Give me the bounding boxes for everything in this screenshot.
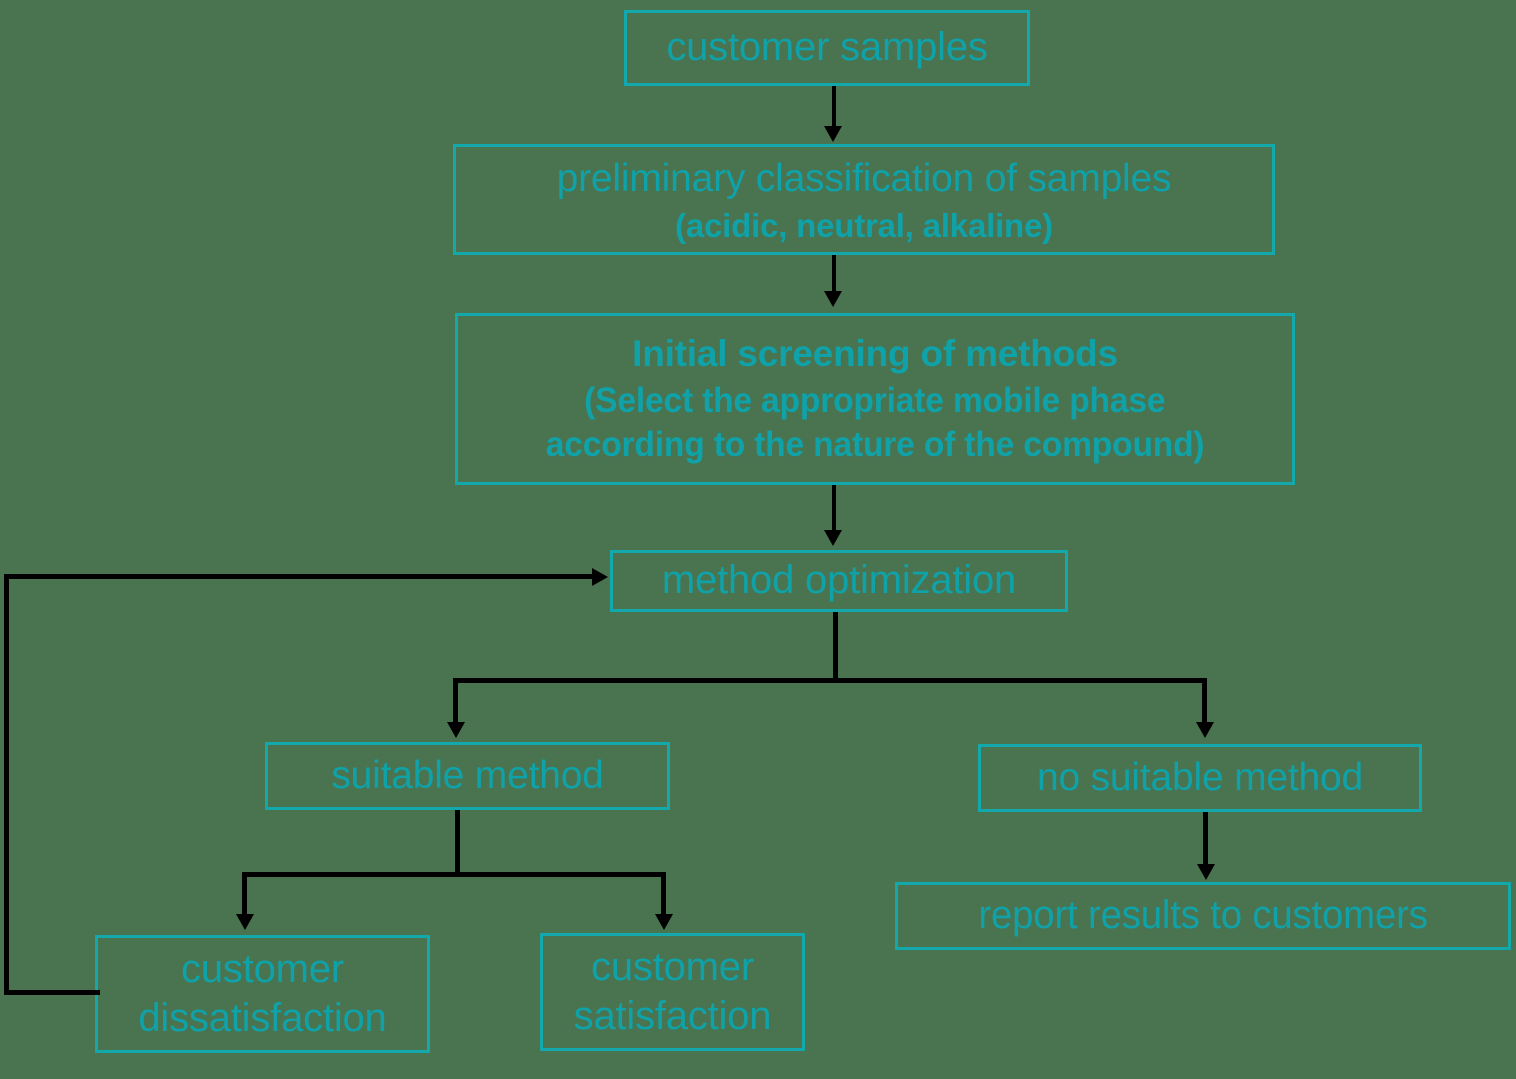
node-report-results[interactable]: report results to customers — [895, 882, 1511, 950]
node-customer-satisfaction-line-2: satisfaction — [573, 994, 772, 1038]
edge-feedback-top-segment — [4, 574, 595, 579]
node-customer-dissatisfaction-line-2: dissatisfaction — [138, 996, 387, 1040]
edge-no-suitable-to-report-line — [1203, 812, 1208, 870]
edge-optimization-to-suitable-line — [453, 678, 458, 728]
node-preliminary-classification[interactable]: preliminary classification of samples (a… — [453, 144, 1275, 255]
edge-optimization-to-no-suitable-line — [1202, 678, 1207, 728]
edge-screening-to-optimization-line — [832, 485, 836, 535]
node-initial-screening-line-2: (Select the appropriate mobile phase — [584, 381, 1166, 421]
node-customer-samples[interactable]: customer samples — [624, 10, 1030, 86]
edge-feedback-arrowhead — [592, 568, 608, 586]
edge-screening-to-optimization-arrowhead — [824, 530, 842, 546]
node-no-suitable-method[interactable]: no suitable method — [978, 744, 1422, 812]
edge-feedback-bottom-segment — [4, 990, 100, 995]
node-no-suitable-method-line-1: no suitable method — [1037, 755, 1363, 799]
node-preliminary-classification-line-1: preliminary classification of samples — [556, 156, 1172, 200]
node-customer-samples-line-1: customer samples — [666, 25, 988, 70]
edge-suitable-to-dissatisfaction-line — [242, 872, 247, 920]
node-customer-satisfaction-line-1: customer — [591, 944, 754, 989]
node-initial-screening-line-1: Initial screening of methods — [632, 333, 1118, 375]
node-customer-satisfaction[interactable]: customer satisfaction — [540, 933, 805, 1051]
edge-optimization-split-stem — [833, 612, 838, 682]
node-customer-dissatisfaction[interactable]: customer dissatisfaction — [95, 935, 430, 1053]
edge-samples-to-classification-line — [832, 86, 836, 130]
node-initial-screening-line-3: according to the nature of the compound) — [545, 424, 1205, 464]
edge-suitable-split-stem — [455, 810, 460, 877]
node-suitable-method[interactable]: suitable method — [265, 742, 670, 810]
edge-suitable-to-satisfaction-line — [661, 872, 666, 920]
node-method-optimization-line-1: method optimization — [661, 558, 1017, 603]
node-customer-dissatisfaction-line-1: customer — [181, 946, 344, 991]
node-preliminary-classification-line-2: (acidic, neutral, alkaline) — [675, 206, 1053, 244]
edge-no-suitable-to-report-arrowhead — [1197, 864, 1215, 880]
edge-optimization-to-no-suitable-arrowhead — [1196, 722, 1214, 738]
node-method-optimization[interactable]: method optimization — [610, 550, 1068, 612]
edge-suitable-to-satisfaction-arrowhead — [655, 914, 673, 930]
edge-suitable-split-bar — [242, 872, 666, 877]
node-report-results-line-1: report results to customers — [978, 893, 1428, 938]
node-initial-screening[interactable]: Initial screening of methods (Select the… — [455, 313, 1295, 485]
edge-optimization-split-bar — [453, 678, 1207, 683]
edge-classification-to-screening-line — [832, 255, 836, 295]
edge-samples-to-classification-arrowhead — [824, 126, 842, 142]
edge-feedback-left-segment — [4, 574, 9, 995]
node-suitable-method-line-1: suitable method — [331, 753, 604, 797]
edge-classification-to-screening-arrowhead — [824, 291, 842, 307]
edge-suitable-to-dissatisfaction-arrowhead — [236, 914, 254, 930]
edge-optimization-to-suitable-arrowhead — [447, 722, 465, 738]
